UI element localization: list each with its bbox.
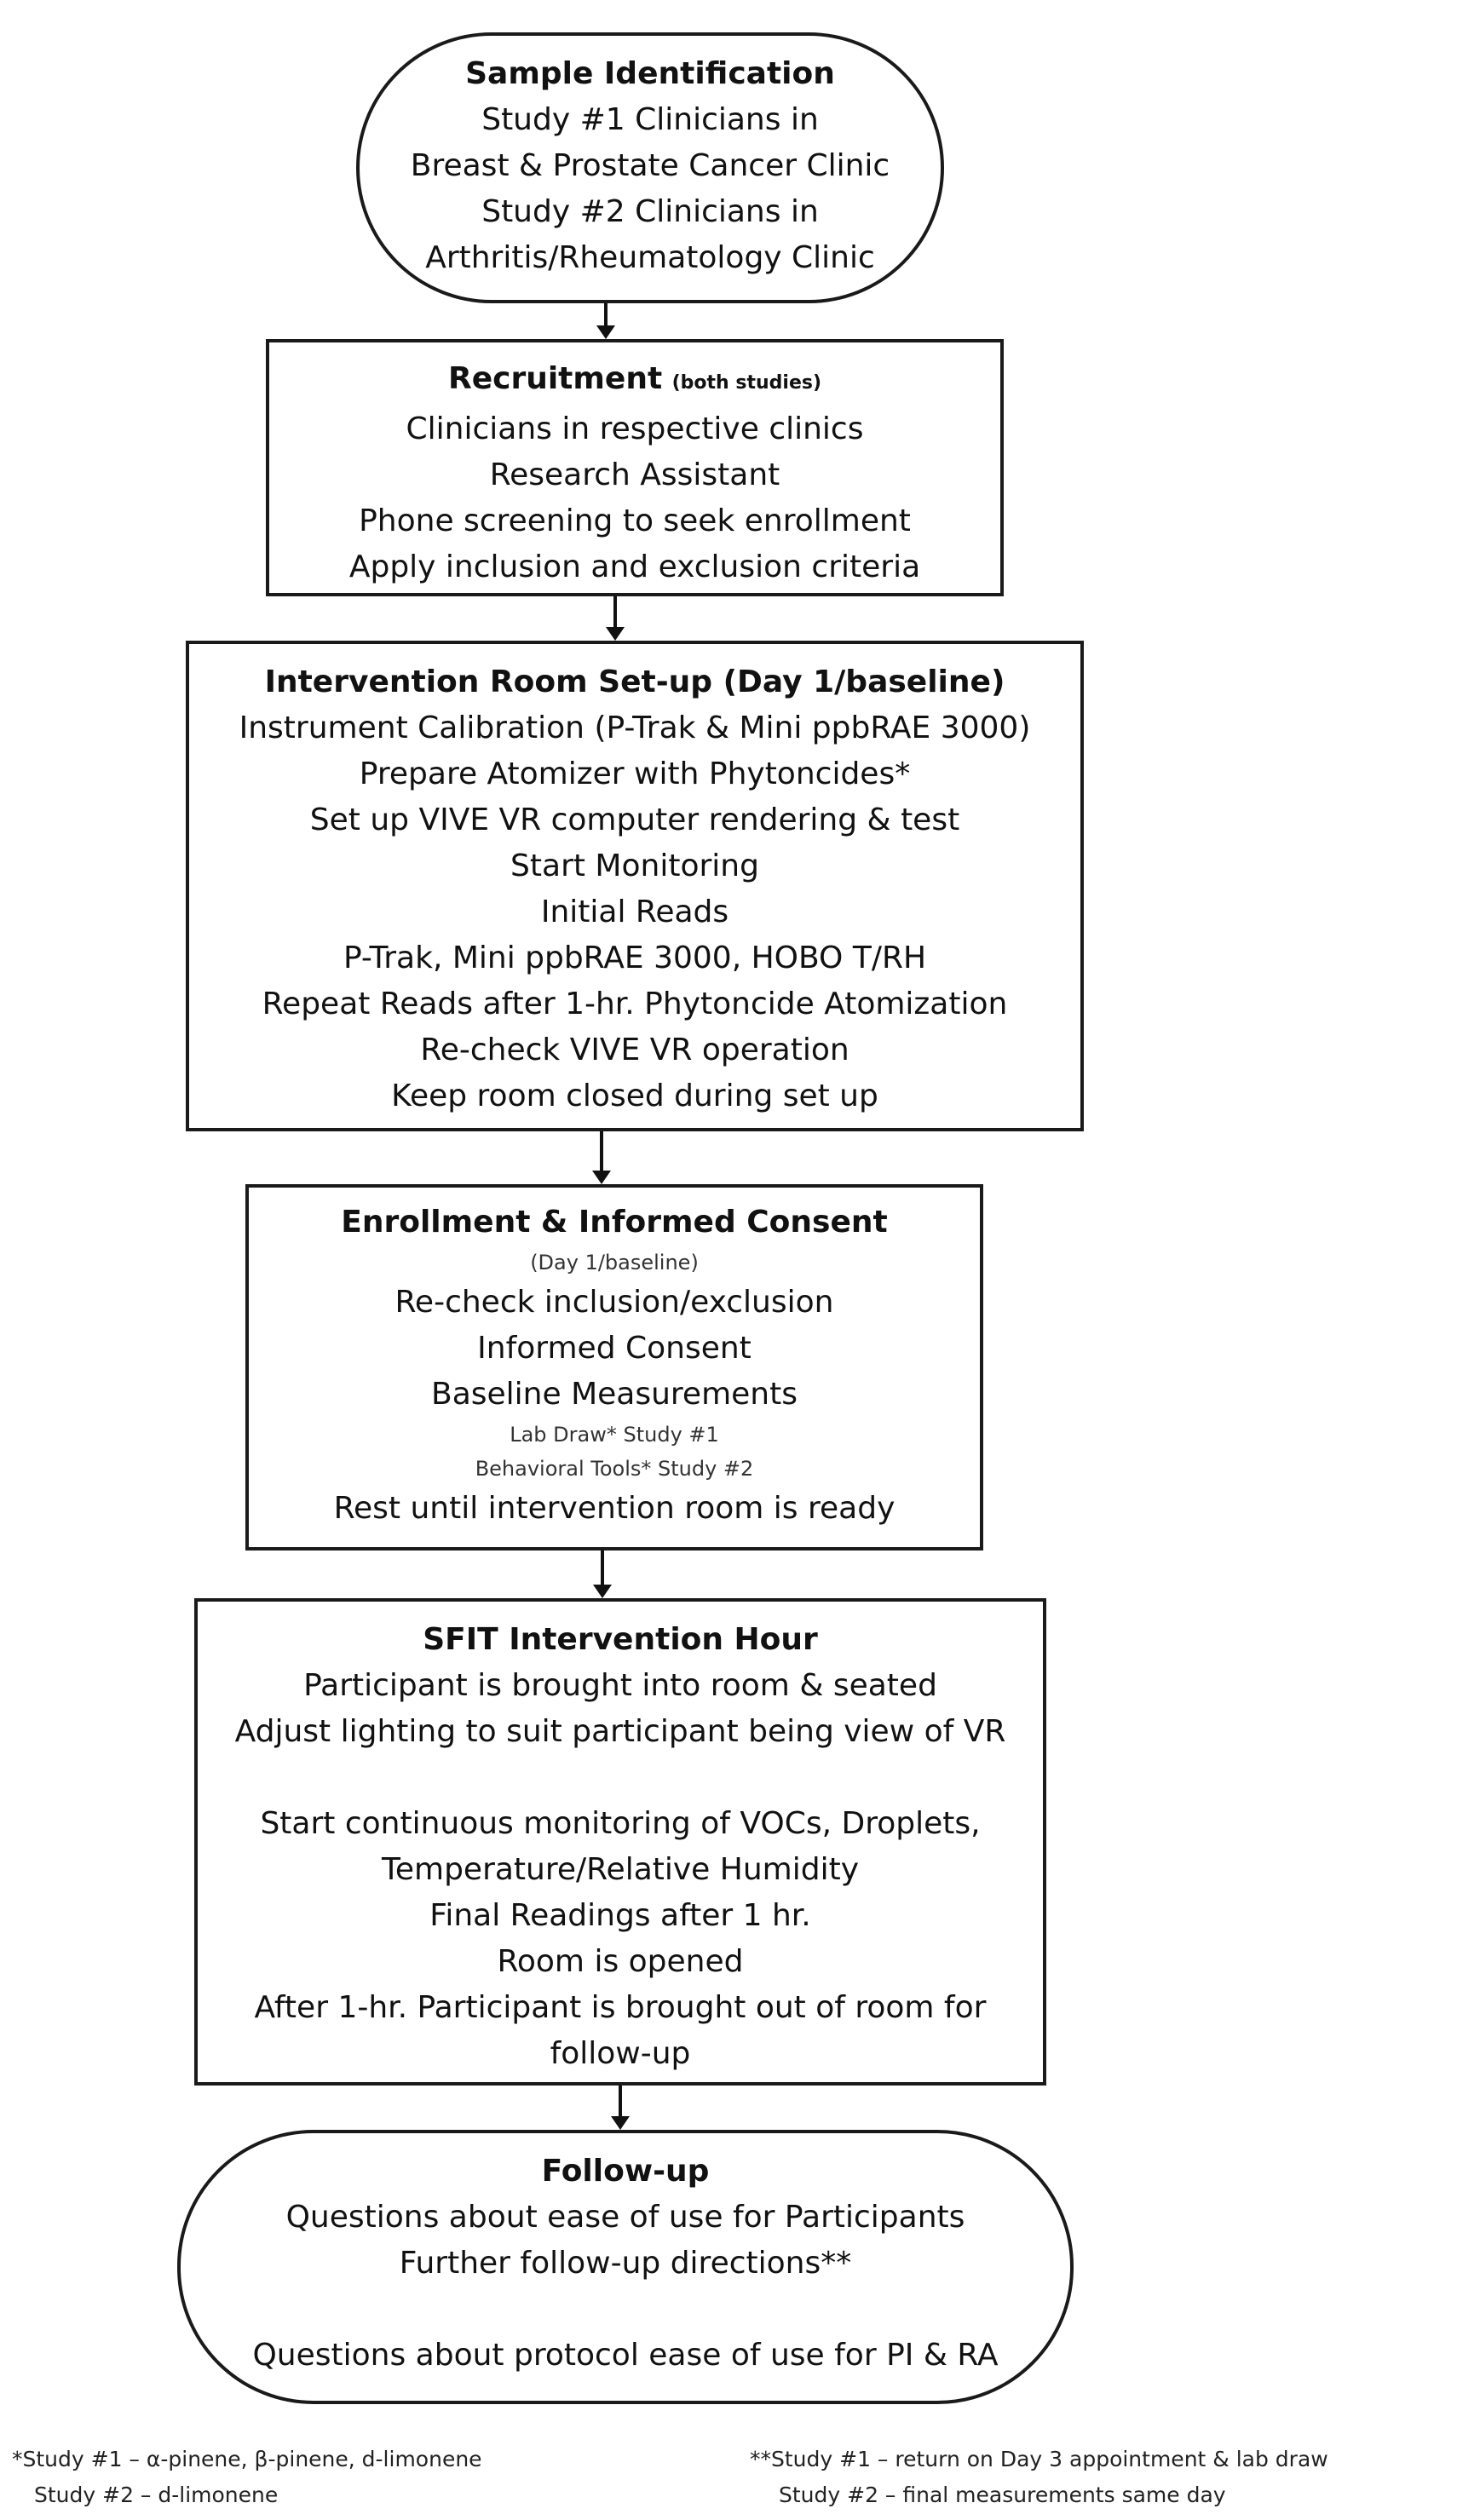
box-line: Participant is brought into room & seate… (303, 1668, 937, 1703)
box-line: Informed Consent (477, 1331, 752, 1366)
box-line: Research Assistant (489, 457, 780, 492)
box-line: Keep room closed during set up (391, 1079, 878, 1113)
box-line: Apply inclusion and exclusion criteria (348, 549, 921, 584)
box-line: Breast & Prostate Cancer Clinic (410, 148, 890, 183)
box-line: Study #1 Clinicians in (481, 102, 819, 137)
blank-line (181, 2287, 1070, 2333)
footnote-line: *Study #1 – α-pinene, β-pinene, d-limone… (12, 2447, 482, 2471)
box-line: Phone screening to seek enrollment (359, 503, 911, 538)
footnote-line: **Study #1 – return on Day 3 appointment… (750, 2447, 1328, 2471)
footnote-line: Study #2 – d-limonene (34, 2483, 279, 2507)
recruitment-box: Recruitment (both studies) Clinicians in… (266, 339, 1004, 596)
box-line: Repeat Reads after 1-hr. Phytoncide Atom… (262, 987, 1008, 1021)
box-line: Baseline Measurements (431, 1377, 798, 1412)
box-line: Prepare Atomizer with Phytoncides* (359, 757, 911, 791)
box-line: follow-up (550, 2036, 691, 2071)
followup-title: Follow-up (541, 2154, 710, 2189)
box-line: Room is opened (497, 1944, 744, 1979)
recruitment-title-row: Recruitment (both studies) (269, 356, 1000, 406)
box-line: Final Readings after 1 hr. (429, 1898, 811, 1933)
arrow-sample-to-recruitment (596, 303, 615, 339)
box-line: Re-check inclusion/exclusion (394, 1285, 834, 1320)
enrollment-title: Enrollment & Informed Consent (341, 1205, 888, 1240)
box-line: Start Monitoring (510, 849, 759, 883)
sample-identification-title: Sample Identification (465, 56, 835, 91)
footnote-line: Study #2 – final measurements same day (779, 2483, 1226, 2507)
enrollment-subtitle: (Day 1/baseline) (530, 1251, 699, 1274)
sfit-title: SFIT Intervention Hour (423, 1622, 818, 1657)
box-line: Initial Reads (540, 895, 729, 929)
box-line: After 1-hr. Participant is brought out o… (254, 1990, 987, 2025)
box-line: Study #2 Clinicians in (481, 194, 819, 229)
arrow-recruitment-to-intervention-room (606, 596, 625, 641)
footnote-left: *Study #1 – α-pinene, β-pinene, d-limone… (12, 2442, 482, 2513)
recruitment-title-note: (both studies) (671, 372, 822, 394)
box-small-line: Behavioral Tools* Study #2 (475, 1457, 754, 1481)
recruitment-title: Recruitment (447, 361, 663, 396)
intervention-room-title: Intervention Room Set-up (Day 1/baseline… (264, 665, 1005, 699)
arrow-intervention-room-to-enrollment (592, 1131, 611, 1184)
box-line: Rest until intervention room is ready (333, 1491, 896, 1526)
enrollment-box: Enrollment & Informed Consent (Day 1/bas… (245, 1184, 983, 1551)
box-line: Adjust lighting to suit participant bein… (234, 1714, 1006, 1749)
box-small-line: Lab Draw* Study #1 (510, 1423, 719, 1447)
box-line: Questions about ease of use for Particip… (285, 2200, 965, 2235)
box-line: Instrument Calibration (P-Trak & Mini pp… (239, 711, 1031, 745)
box-line: Questions about protocol ease of use for… (252, 2338, 999, 2373)
box-line: Further follow-up directions** (399, 2246, 852, 2281)
box-line: Re-check VIVE VR operation (420, 1033, 849, 1067)
followup-box: Follow-up Questions about ease of use fo… (177, 2130, 1074, 2404)
sample-identification-box: Sample Identification Study #1 Clinician… (356, 32, 944, 303)
box-line: Clinicians in respective clinics (406, 411, 864, 446)
sfit-intervention-box: SFIT Intervention Hour Participant is br… (194, 1598, 1046, 2086)
box-line: Set up VIVE VR computer rendering & test (309, 803, 960, 837)
arrow-sfit-to-followup (611, 2086, 630, 2130)
box-line: Arthritis/Rheumatology Clinic (425, 240, 875, 275)
intervention-room-box: Intervention Room Set-up (Day 1/baseline… (186, 641, 1084, 1131)
box-line: P-Trak, Mini ppbRAE 3000, HOBO T/RH (343, 941, 927, 975)
box-line: Start continuous monitoring of VOCs, Dro… (260, 1806, 981, 1841)
arrow-enrollment-to-sfit (593, 1551, 612, 1598)
box-line: Temperature/Relative Humidity (381, 1852, 860, 1887)
footnote-right: **Study #1 – return on Day 3 appointment… (750, 2442, 1328, 2513)
blank-line (198, 1755, 1043, 1801)
